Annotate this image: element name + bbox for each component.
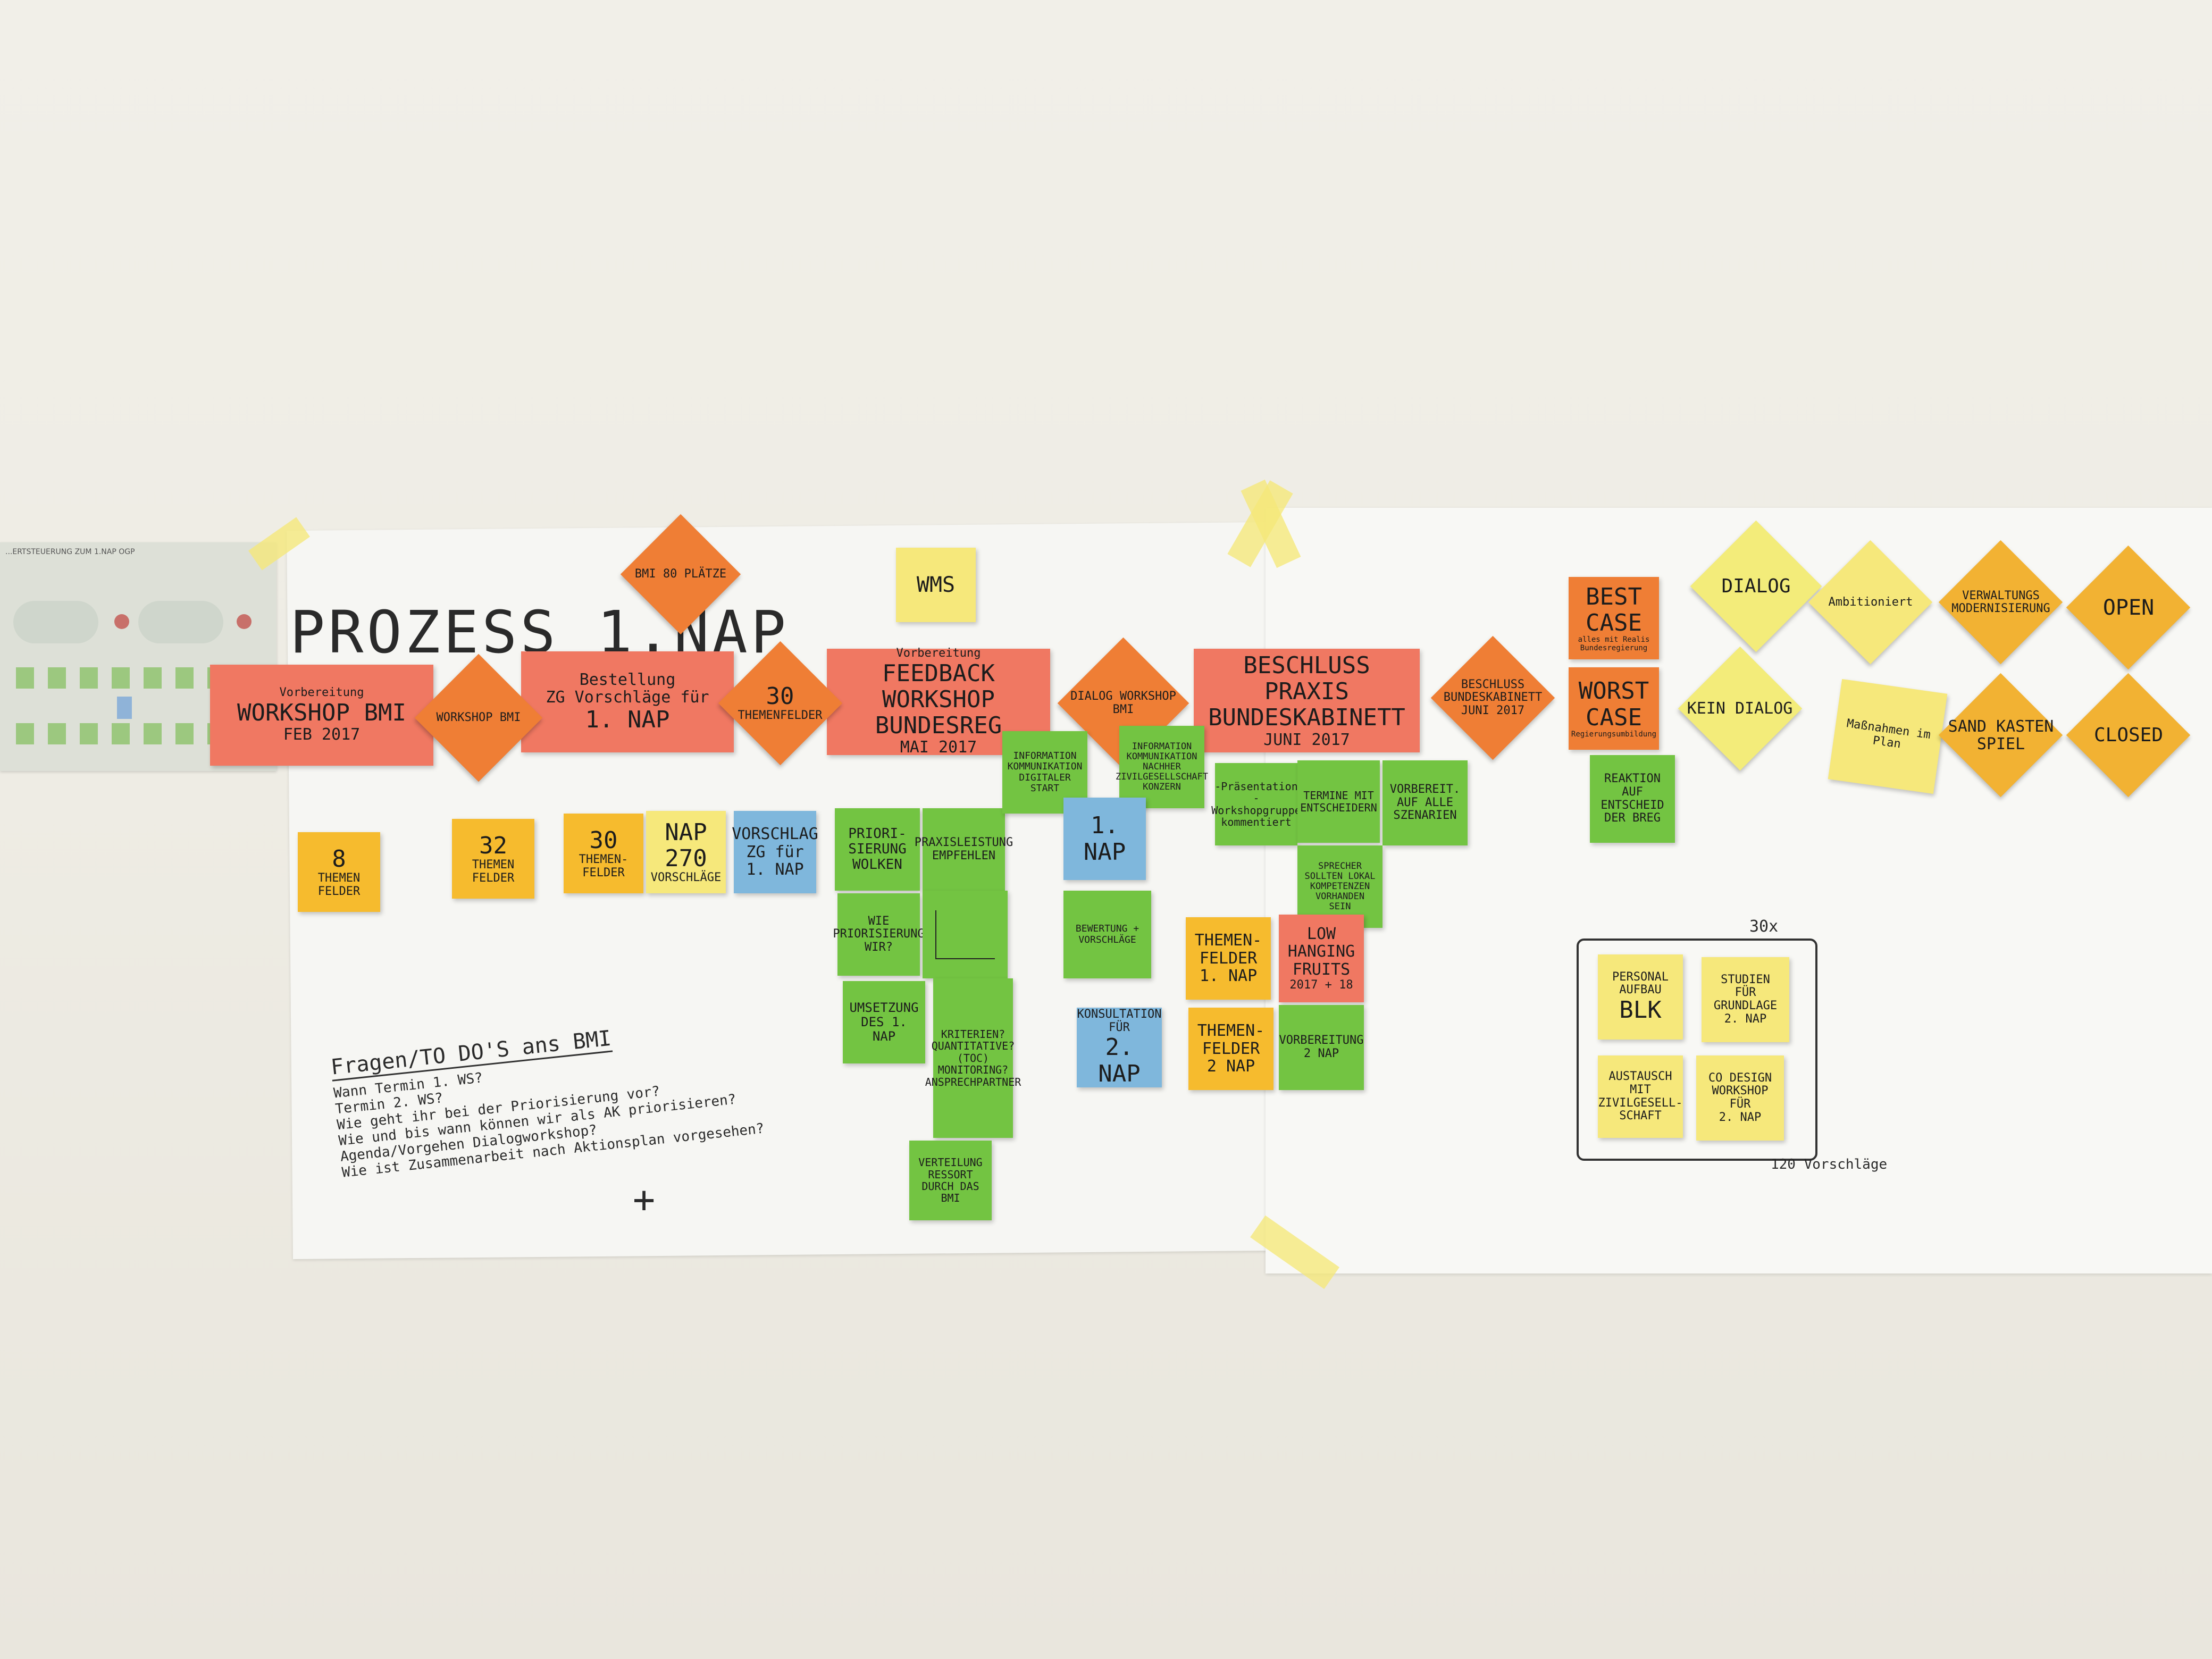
box-note-codesign: CO DESIGN WORKSHOP FÜR 2. NAP xyxy=(1696,1055,1784,1141)
diamond-beschluss-label: BESCHLUSS BUNDESKABINETT JUNI 2017 xyxy=(1443,678,1543,717)
note-kriterien: KRITERIEN? QUANTITATIVE? (TOC) MONITORIN… xyxy=(925,978,1021,1138)
proposal-box xyxy=(1577,939,1817,1161)
note-themenfelder-2nap: THEMEN- FELDER 2 NAP xyxy=(1188,1008,1273,1090)
note-worst-case: WORST CASE Regierungsumbildung xyxy=(1569,667,1659,750)
note-konsultation-2nap: KONSULTATION FÜR 2. NAP xyxy=(1077,1008,1162,1087)
note-nap-270: NAP 270 VORSCHLÄGE xyxy=(646,811,726,893)
timeline-bestellung: Bestellung ZG Vorschläge für 1. NAP xyxy=(521,651,734,752)
diamond-open-label: OPEN xyxy=(2102,596,2155,620)
timeline-workshop-bmi: Vorbereitung WORKSHOP BMI FEB 2017 xyxy=(210,665,433,766)
box-note-personal: PERSONAL AUFBAU BLK xyxy=(1598,954,1683,1040)
flipchart-paper-right xyxy=(1266,508,2212,1273)
note-termine: TERMINE MIT ENTSCHEIDERN xyxy=(1297,760,1380,843)
diamond-sandkasten-label: SAND KASTEN SPIEL xyxy=(1948,717,2054,753)
note-reaktion: REAKTION AUF ENTSCHEID DER BREG xyxy=(1590,755,1675,843)
diamond-30-themenfelder-label: 30 THEMENFELDER xyxy=(738,682,823,723)
diamond-ws-bmi-label: WORKSHOP BMI xyxy=(436,710,521,724)
note-8-themenfelder: 8 THEMEN FELDER xyxy=(298,832,380,912)
plus-mark: + xyxy=(633,1178,656,1221)
printed-process-diagram: ...ERTSTEUERUNG ZUM 1.NAP OGP xyxy=(0,542,276,771)
note-praxisleistung: PRAXISLEISTUNG EMPFEHLEN xyxy=(915,808,1013,891)
note-themenfelder-1nap: THEMEN- FELDER 1. NAP xyxy=(1186,917,1271,1000)
timeline-feedback-workshop: Vorbereitung FEEDBACK WORKSHOP BUNDESREG… xyxy=(827,647,1050,757)
diamond-ambitioniert-label: Ambitioniert xyxy=(1828,595,1913,609)
note-umsetzung: UMSETZUNG DES 1. NAP xyxy=(843,981,925,1063)
diagram-caption: ...ERTSTEUERUNG ZUM 1.NAP OGP xyxy=(5,548,135,556)
note-best-case: BEST CASE alles mit Realis Bundesregieru… xyxy=(1569,577,1659,659)
note-feedback-list: BEWERTUNG + VORSCHLÄGE xyxy=(1063,891,1151,978)
note-praesentation: -Präsentation -Workshopgruppe kommentier… xyxy=(1211,763,1301,845)
diamond-modernisierung-label: VERWALTUNGS MODERNISIERUNG xyxy=(1951,589,2050,615)
note-vorbereitung-szenarien: VORBEREIT. AUF ALLE SZENARIEN xyxy=(1382,760,1468,845)
note-32-themenfelder: 32 THEMEN FELDER xyxy=(452,819,534,899)
note-konsultation-1nap: 1. NAP xyxy=(1063,798,1146,880)
note-info-nachher: INFORMATION KOMMUNIKATION NACHHER ZIVILG… xyxy=(1116,726,1208,808)
diagram-hexagon xyxy=(138,601,223,643)
note-wie-priorisierung: WIE PRIORISIERUNG WIR? xyxy=(833,893,925,976)
diamond-bmi-plaetze-label: BMI 80 PLÄTZE xyxy=(634,567,727,581)
diagram-hexagon xyxy=(13,601,98,643)
diamond-dialog-workshop-label: DIALOG WORKSHOP BMI xyxy=(1070,690,1176,716)
timeline-beschluss: BESCHLUSS PRAXIS BUNDESKABINETT JUNI 201… xyxy=(1194,649,1420,752)
diamond-dialog-label: DIALOG xyxy=(1721,575,1791,597)
diagram-marker xyxy=(237,614,252,629)
note-verteilung: VERTEILUNG RESSORT DURCH DAS BMI xyxy=(909,1141,992,1220)
diagram-marker xyxy=(114,614,129,629)
box-note-studien: STUDIEN FÜR GRUNDLAGE 2. NAP xyxy=(1702,957,1789,1042)
matrix-axes-sketch xyxy=(935,910,995,959)
box-note-austausch: AUSTAUSCH MIT ZIVILGESELL- SCHAFT xyxy=(1598,1055,1683,1138)
box-top-label: 30x xyxy=(1749,917,1779,936)
note-low-hanging-fruits: LOW HANGING FRUITS 2017 + 18 xyxy=(1279,915,1364,1002)
note-vorbereitung-2nap: VORBEREITUNG 2 NAP xyxy=(1279,1005,1364,1090)
box-bottom-label: 120 Vorschläge xyxy=(1771,1157,1888,1172)
note-vorschlag-1nap: VORSCHLAG ZG für 1. NAP xyxy=(732,811,818,893)
diamond-closed-label: CLOSED xyxy=(2093,724,2164,747)
note-priorisierung: PRIORI- SIERUNG WOLKEN xyxy=(835,808,920,891)
diagram-box xyxy=(117,697,132,719)
note-kriterien-matrix xyxy=(923,891,1008,978)
note-30-themenfelder: 30 THEMEN- FELDER xyxy=(564,814,643,893)
note-sprecher: SPRECHER SOLLTEN LOKAL KOMPETENZEN VORHA… xyxy=(1297,845,1382,928)
note-massnahmen: Maßnahmen im Plan xyxy=(1828,679,1948,794)
diamond-kein-dialog-label: KEIN DIALOG xyxy=(1687,699,1793,718)
note-wms: WMS xyxy=(896,548,976,622)
